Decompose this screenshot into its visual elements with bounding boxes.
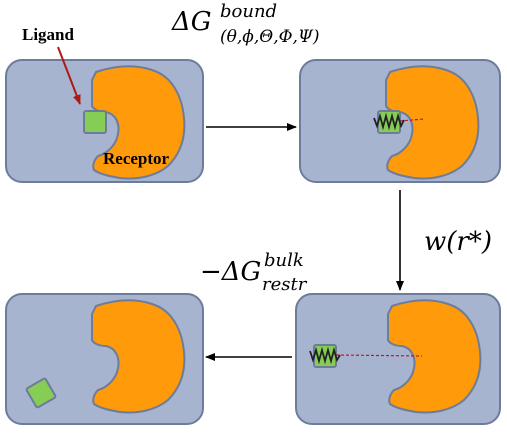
panel-restrained-separated-state <box>295 293 501 425</box>
ligand-label: Ligand <box>22 25 75 44</box>
receptor-shape <box>387 299 482 414</box>
equation-bound-main: ΔG <box>171 7 212 37</box>
equation-pmf: w(r*) <box>424 227 492 257</box>
panel-bound-state: Receptor <box>5 59 204 183</box>
receptor-shape <box>91 299 186 414</box>
ligand-pointer-arrow <box>57 46 81 105</box>
equation-bound-subscript: (θ,ϕ,Θ,Φ,Ψ) <box>220 27 320 47</box>
restraint-distance-line <box>335 354 423 357</box>
equation-bound-superscript: bound <box>220 1 277 22</box>
panel-restrained-bound-state <box>299 59 501 183</box>
equation-bound-free-energy: ΔG bound (θ,ϕ,Θ,Φ,Ψ) <box>171 1 320 47</box>
restraint-distance-line <box>399 118 425 122</box>
receptor-label: Receptor <box>103 149 170 168</box>
equation-bulk-subscript: restr <box>262 274 308 295</box>
equation-bulk-restraint-free-energy: −ΔG bulk restr <box>200 250 308 295</box>
ligand-square <box>83 110 107 134</box>
receptor-shape <box>91 65 186 180</box>
panel-unbound-state <box>5 293 204 425</box>
restraint-spring <box>373 112 405 131</box>
ligand-square <box>25 377 57 409</box>
receptor-shape <box>385 65 480 180</box>
restraint-spring <box>309 346 341 365</box>
equation-bulk-superscript: bulk <box>264 250 304 271</box>
equation-bulk-main: −ΔG <box>200 257 261 287</box>
